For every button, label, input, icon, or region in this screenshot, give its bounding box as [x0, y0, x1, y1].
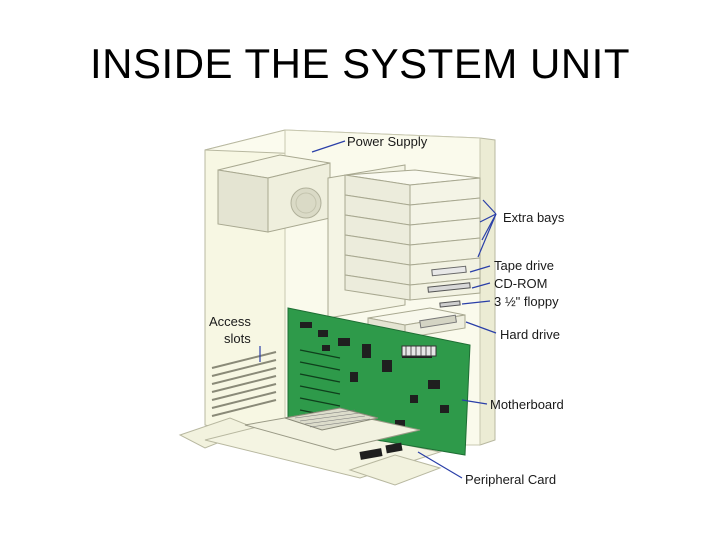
label-floppy: 3 ½" floppy [494, 294, 559, 309]
floppy-slot [439, 300, 461, 308]
cd-rom-tray [427, 282, 471, 293]
fan-icon [290, 187, 322, 219]
label-peripheral-card: Peripheral Card [465, 472, 556, 487]
label-extra-bays: Extra bays [503, 210, 565, 225]
label-hard-drive: Hard drive [500, 327, 560, 342]
drive-cage [327, 164, 481, 339]
tape-drive-slot [431, 265, 467, 277]
label-power-supply: Power Supply [347, 134, 428, 149]
hard-drive-body [419, 314, 457, 329]
access-slots [211, 351, 277, 417]
leader-lines [259, 140, 497, 479]
label-access-slots-2: slots [224, 331, 251, 346]
label-tape-drive: Tape drive [494, 258, 554, 273]
label-access-slots-1: Access [209, 314, 251, 329]
peripheral-card-board [244, 407, 421, 460]
label-motherboard: Motherboard [490, 397, 564, 412]
power-supply-unit [217, 154, 331, 233]
slide-title: INSIDE THE SYSTEM UNIT [90, 40, 630, 87]
label-cd-rom: CD-ROM [494, 276, 547, 291]
